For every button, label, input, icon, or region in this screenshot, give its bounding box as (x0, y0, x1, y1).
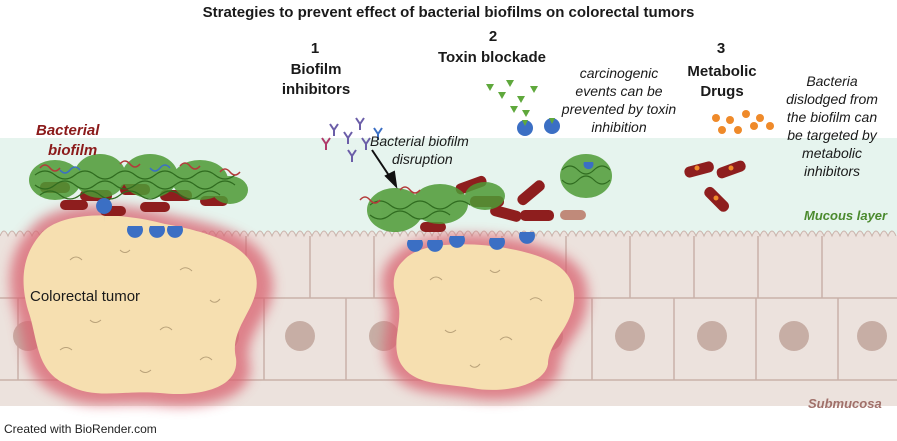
metabolic-annotation-line2: dislodged from (786, 91, 878, 107)
step-2-label: Toxin blockade (437, 49, 547, 66)
metabolic-annotation-line4: be targeted by (787, 127, 877, 143)
toxin-pacman-group-left (96, 198, 183, 238)
figure-title: Strategies to prevent effect of bacteria… (202, 4, 695, 21)
biofilm-inhibitor-antibodies (321, 117, 383, 162)
disruption-label-line1: Bacterial biofilm (370, 133, 469, 149)
bacterial-biofilm-label-line2: biofilm (48, 142, 98, 159)
disruption-arrow (371, 149, 398, 189)
step-3-label-line1: Metabolic (687, 63, 757, 80)
colorectal-tumor-right (381, 234, 589, 401)
step-3-label-line2: Drugs (700, 83, 744, 100)
metabolic-annotation-line1: Bacteria (806, 73, 858, 89)
submucosa-label: Submucosa (808, 396, 882, 411)
toxin-green-triangles (486, 80, 538, 117)
disruption-label-line2: disruption (392, 151, 453, 167)
submucosa-band (0, 406, 897, 441)
toxin-annotation-line3: prevented by toxin (561, 101, 677, 117)
metabolic-annotation-line6: inhibitors (803, 163, 861, 179)
step-1-label-line1: Biofilm (290, 61, 342, 78)
step-1-label-line2: inhibitors (281, 81, 351, 98)
step-1-number: 1 (310, 40, 320, 57)
bacterial-biofilm-label-line1: Bacterial (36, 122, 100, 139)
bacterial-biofilm-middle (359, 175, 586, 252)
step-2-number: 2 (488, 28, 498, 45)
colorectal-tumor-left (10, 205, 274, 407)
toxin-annotation-line4: inhibition (591, 119, 647, 135)
toxin-pacman-group-middle (407, 232, 535, 252)
floating-biofilm-cluster (560, 154, 612, 198)
metabolic-annotation-line3: the biofilm can (786, 109, 878, 125)
toxin-annotation-line1: carcinogenic (579, 65, 659, 81)
dislodged-bacteria (684, 160, 746, 212)
metabolic-annotation-line5: metabolic (802, 145, 862, 161)
toxin-blocked-pacmen (517, 118, 560, 136)
mucous-layer-label: Mucous layer (804, 208, 888, 223)
colorectal-tumor-label: Colorectal tumor (30, 288, 141, 305)
step-3-number: 3 (716, 40, 726, 57)
credit-text: Created with BioRender.com (4, 422, 157, 436)
metabolic-drug-dots (712, 110, 774, 134)
bacterial-biofilm-left (29, 154, 248, 238)
toxin-annotation-line2: events can be (575, 83, 663, 99)
